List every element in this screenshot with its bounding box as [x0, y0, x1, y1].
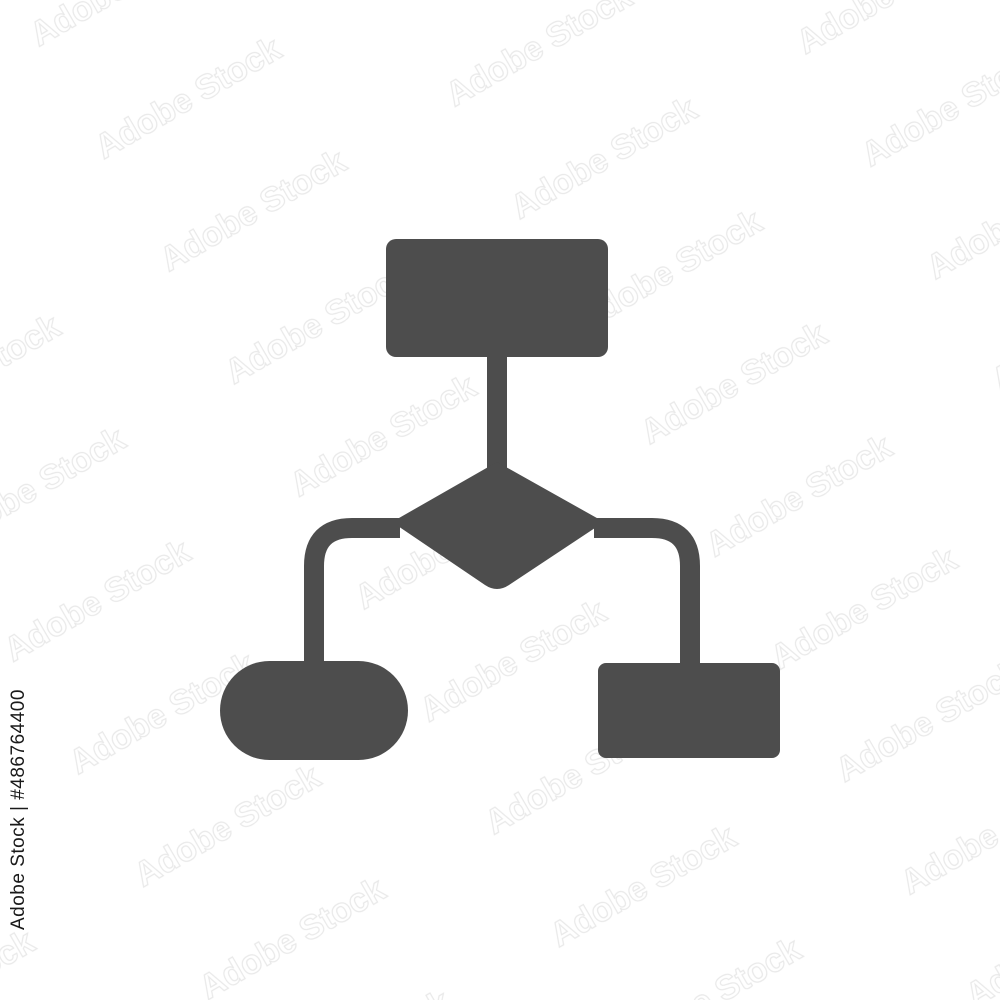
stock-id-label: Adobe Stock | #486764400	[8, 689, 29, 930]
left-connector	[304, 518, 400, 668]
terminator-pill	[220, 661, 408, 760]
top-connector	[487, 350, 507, 480]
bottom-process-box	[598, 663, 780, 758]
top-process-box	[386, 239, 608, 357]
decision-diamond	[392, 462, 604, 589]
right-connector	[594, 518, 700, 668]
